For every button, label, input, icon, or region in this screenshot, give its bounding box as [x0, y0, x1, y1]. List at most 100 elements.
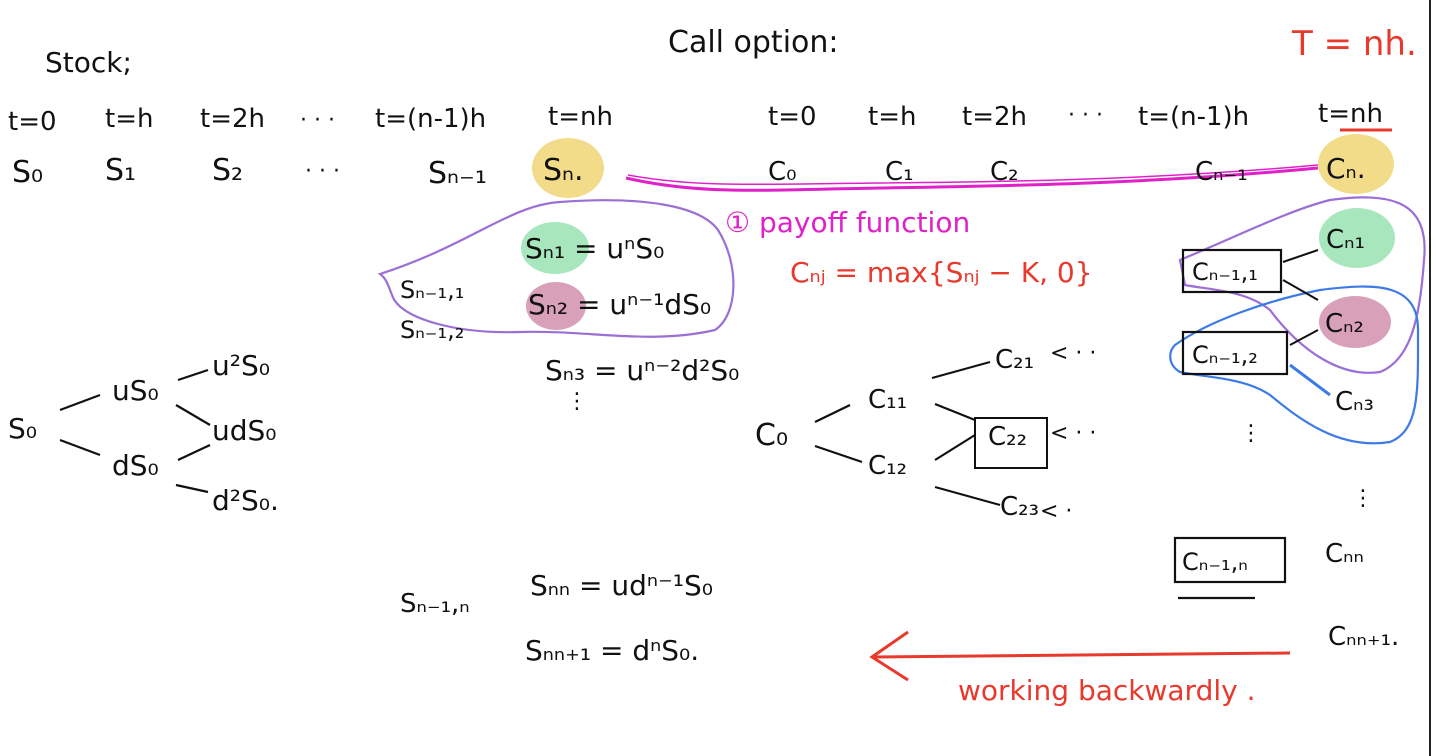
terminal-node: Cₙₙ — [1325, 539, 1364, 569]
terminal-node: Cₙ₁ — [1326, 225, 1365, 255]
tree-node: C₂₃ — [1000, 492, 1039, 522]
stock-price: · · · — [305, 159, 340, 184]
highlight-cn2-pink — [1319, 296, 1391, 348]
tree-branch — [1282, 249, 1319, 263]
highlights — [521, 134, 1395, 348]
payoff-label: ① payoff function — [725, 206, 970, 239]
stock-terminal-node: Sₙ₁ = uⁿS₀ — [525, 232, 664, 265]
tree-node: C₂₂ — [988, 422, 1027, 452]
tree-branch — [934, 485, 1001, 507]
tree-branch — [177, 368, 209, 382]
highlight-cn-yellow — [1318, 134, 1394, 194]
stock-terminal-node: Sₙ₃ = uⁿ⁻²d²S₀ — [545, 354, 739, 387]
tree-branch — [1289, 329, 1319, 346]
tree-node: C₂₁ — [995, 345, 1034, 375]
call-time-label: t=nh — [1318, 99, 1383, 129]
terminal-node: Cₙ₃ — [1335, 387, 1374, 417]
arrow-head — [869, 630, 909, 682]
tree-node: C₁₂ — [868, 451, 907, 481]
call-price-row: C₀ C₁ C₂ Cₙ₋₁ Cₙ. — [768, 152, 1366, 187]
highlight-sn2-pink — [526, 282, 586, 330]
backward-arrow: working backwardly . — [869, 630, 1291, 707]
highlight-sn-yellow — [532, 138, 604, 198]
stock-price: S₁ — [105, 153, 136, 188]
tree-root: S₀ — [8, 412, 37, 445]
stock-time-row: t=0 t=h t=2h · · · t=(n-1)h t=nh — [8, 102, 613, 137]
call-title: Call option: — [668, 25, 839, 60]
tree-node: dS₀ — [112, 449, 159, 482]
call-price: C₀ — [768, 157, 797, 187]
stock-title: Stock; — [45, 46, 132, 79]
tree-branch — [931, 360, 991, 380]
stock-binomial-tree: S₀ uS₀ dS₀ u²S₀ udS₀ d²S₀. — [8, 349, 279, 517]
loop-stock-terminal — [377, 199, 735, 338]
vertical-dots: ⋮ — [566, 389, 588, 414]
call-price: Cₙ₋₁ — [1195, 157, 1248, 187]
call-time-label: t=(n-1)h — [1138, 102, 1249, 132]
stock-time-label: · · · — [300, 108, 335, 133]
stock-price: Sₙ₋₁ — [428, 156, 487, 191]
vertical-dots: ⋮ — [1240, 421, 1262, 446]
tree-branch — [175, 483, 209, 494]
maturity-label: T = nh. — [1291, 24, 1417, 64]
continuation-dots: < · · — [1050, 341, 1096, 366]
prev-node: Cₙ₋₁,₂ — [1192, 341, 1258, 369]
tree-branch — [1282, 279, 1319, 301]
stock-terminal-node: Sₙₙ₊₁ = dⁿS₀. — [525, 634, 699, 667]
stock-terminal-node: Sₙₙ = udⁿ⁻¹S₀ — [530, 569, 713, 602]
highlight-cn1-green — [1319, 208, 1395, 268]
tree-node: d²S₀. — [212, 484, 279, 517]
stock-prev-nodes: Sₙ₋₁,₁ Sₙ₋₁,₂ Sₙ₋₁,ₙ — [400, 276, 470, 619]
stock-terminal-nodes: Sₙ₁ = uⁿS₀ Sₙ₂ = uⁿ⁻¹dS₀ Sₙ₃ = uⁿ⁻²d²S₀ … — [525, 232, 739, 667]
payoff-formula: Cₙⱼ = max{Sₙⱼ − K, 0} — [790, 256, 1093, 289]
call-time-row: t=0 t=h t=2h · · · t=(n-1)h t=nh — [768, 99, 1392, 132]
stock-time-label: t=h — [105, 104, 153, 134]
call-time-label: t=2h — [962, 102, 1027, 132]
tree-branch — [177, 444, 211, 461]
call-price: C₁ — [885, 157, 914, 187]
stock-price-highlighted: Sₙ. — [543, 153, 584, 188]
tree-node: uS₀ — [112, 374, 159, 407]
tree-node: u²S₀ — [212, 349, 270, 382]
node-box — [1181, 330, 1289, 376]
tree-branch — [934, 402, 976, 422]
stock-price-row: S₀ S₁ S₂ · · · Sₙ₋₁ Sₙ. — [12, 153, 584, 191]
backward-label: working backwardly . — [958, 674, 1256, 707]
prev-node: Cₙ₋₁,₁ — [1192, 258, 1258, 286]
call-price-highlighted: Cₙ. — [1326, 152, 1366, 185]
stock-time-label: t=(n-1)h — [375, 104, 486, 134]
tree-node: udS₀ — [212, 414, 277, 447]
vertical-dots: ⋮ — [1352, 486, 1374, 511]
loop-call-lower — [1169, 285, 1420, 445]
continuation-dots: < · — [1040, 499, 1072, 524]
call-price: C₂ — [990, 157, 1019, 187]
continuation-dots: < · · — [1050, 421, 1096, 446]
call-time-label: · · · — [1068, 103, 1103, 128]
connector-line-echo — [627, 164, 1319, 186]
terminal-node: Cₙ₂ — [1325, 309, 1364, 339]
tree-branch-blue — [1289, 363, 1331, 397]
stock-time-label: t=0 — [8, 107, 57, 137]
stock-prev-node: Sₙ₋₁,ₙ — [400, 589, 470, 619]
connector-line — [625, 166, 1319, 192]
stock-prev-node: Sₙ₋₁,₁ — [400, 276, 464, 304]
tree-root: C₀ — [755, 418, 788, 453]
prev-node: Cₙ₋₁,ₙ — [1182, 548, 1248, 576]
payoff-annotation: ① payoff function Cₙⱼ = max{Sₙⱼ − K, 0} — [725, 206, 1093, 289]
payoff-connector — [625, 164, 1319, 192]
call-time-label: t=0 — [768, 102, 817, 132]
node-box — [1181, 248, 1283, 294]
tree-branch — [814, 404, 851, 423]
tree-branch — [59, 393, 101, 412]
stock-prev-node: Sₙ₋₁,₂ — [400, 316, 464, 344]
tree-branch — [814, 444, 863, 464]
node-box — [974, 417, 1048, 469]
call-time-label: t=h — [868, 102, 916, 132]
stock-time-label: t=nh — [548, 102, 613, 132]
stock-price: S₀ — [12, 155, 43, 190]
tree-branch — [175, 404, 211, 426]
terminal-node: Cₙₙ₊₁. — [1328, 622, 1399, 652]
stock-price: S₂ — [212, 153, 243, 188]
